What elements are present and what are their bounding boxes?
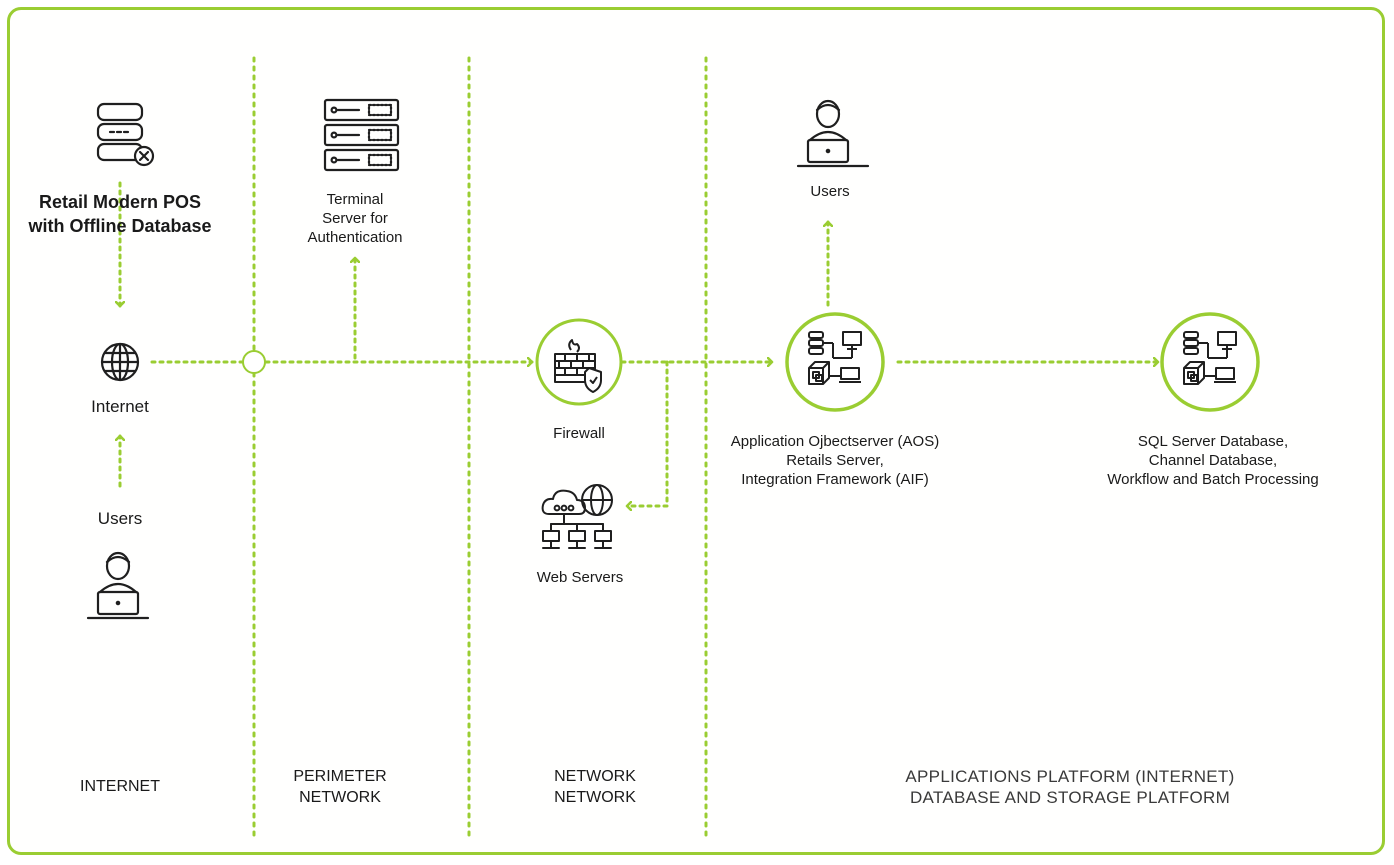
- zone-platform-label: APPLICATIONS PLATFORM (INTERNET) DATABAS…: [860, 766, 1280, 808]
- hub-node: [242, 350, 266, 374]
- diagram-frame: [7, 7, 1385, 855]
- web-servers-label: Web Servers: [536, 569, 624, 586]
- web-servers-icon: [541, 484, 613, 549]
- sql-label-line-3: Workflow and Batch Processing: [1107, 471, 1319, 488]
- aos-label-line-2: Retails Server,: [786, 452, 884, 469]
- zone-perimeter-line-1: PERIMETER: [293, 768, 387, 785]
- aos-label: Application Ojbectserver (AOS) Retails S…: [700, 432, 970, 489]
- pos-label-line-2: with Offline Database: [28, 216, 212, 236]
- zone-platform-line-2: DATABASE AND STORAGE PLATFORM: [909, 788, 1231, 807]
- server-network-icon: [1160, 312, 1260, 412]
- firewall-label: Firewall: [553, 425, 605, 442]
- sql-label-line-2: Channel Database,: [1148, 452, 1278, 469]
- zone-perimeter-line-2: NETWORK: [299, 789, 381, 806]
- zone-network-line-2: NETWORK: [554, 789, 636, 806]
- pos-label: Retail Modern POS with Offline Database: [20, 190, 220, 238]
- zone-perimeter-label: PERIMETER NETWORK: [280, 766, 400, 808]
- zone-internet-label: INTERNET: [40, 776, 200, 797]
- firewall-icon: [535, 318, 623, 406]
- server-rack-icon: [323, 98, 400, 172]
- zone-platform-line-1: APPLICATIONS PLATFORM (INTERNET): [905, 767, 1235, 786]
- sql-label-line-1: SQL Server Database,: [1137, 433, 1289, 450]
- server-network-icon: [785, 312, 885, 412]
- connector-to-web-servers: [625, 360, 669, 506]
- zone-internet-line-1: INTERNET: [80, 778, 160, 795]
- terminal-label-line-2: Server for: [322, 210, 388, 227]
- zone-dividers: [252, 56, 708, 837]
- user-laptop-icon: [86, 551, 150, 620]
- terminal-label: Terminal Server for Authentication: [290, 190, 420, 247]
- database-offline-icon: [96, 102, 155, 167]
- users-left-label: Users: [97, 509, 143, 528]
- aos-label-line-1: Application Ojbectserver (AOS): [730, 433, 940, 450]
- connectors: [120, 181, 1160, 506]
- globe-icon: [100, 342, 140, 382]
- zone-network-line-1: NETWORK: [554, 768, 636, 785]
- terminal-label-line-1: Terminal: [326, 191, 384, 208]
- sql-label: SQL Server Database, Channel Database, W…: [1078, 432, 1348, 489]
- users-top-label: Users: [810, 183, 850, 200]
- internet-label: Internet: [91, 397, 149, 416]
- pos-label-line-1: Retail Modern POS: [38, 192, 202, 212]
- user-laptop-icon: [796, 99, 870, 168]
- terminal-label-line-3: Authentication: [307, 229, 403, 246]
- zone-network-label: NETWORK NETWORK: [530, 766, 660, 808]
- aos-label-line-3: Integration Framework (AIF): [741, 471, 929, 488]
